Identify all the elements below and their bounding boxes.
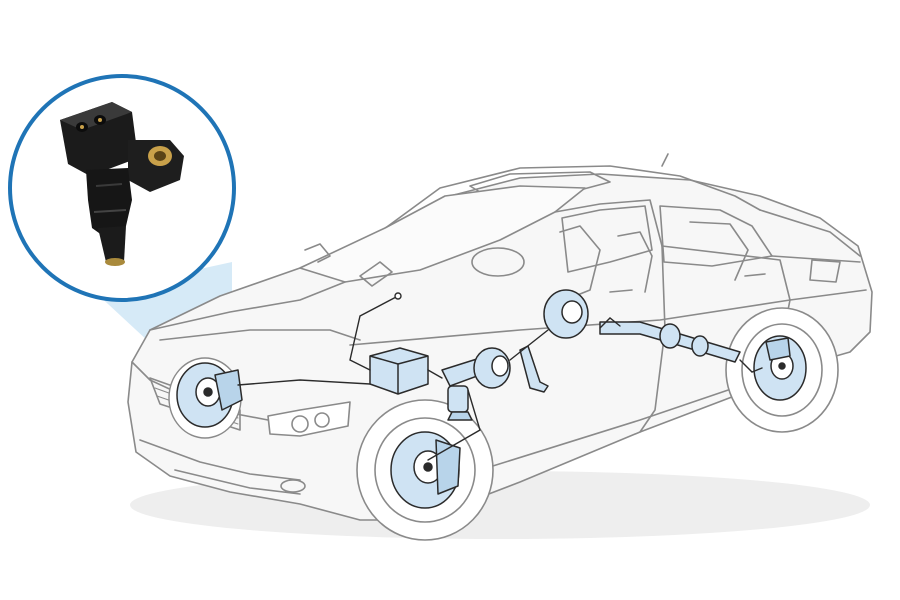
sensor-probe-icon bbox=[86, 168, 132, 266]
sensor-mounting-tab-icon bbox=[128, 140, 184, 192]
brake-lines bbox=[237, 292, 763, 461]
abs-control-module-icon bbox=[369, 347, 429, 395]
front-right-brake-rotor-icon bbox=[390, 431, 461, 509]
front-left-brake-rotor-icon bbox=[176, 362, 243, 428]
brake-booster-icon bbox=[473, 347, 511, 389]
drive-shaft-icon bbox=[599, 321, 741, 363]
wheel-speed-sensor-closeup-icon bbox=[8, 74, 236, 302]
rear-differential-icon bbox=[543, 289, 589, 339]
rear-brake-rotor-icon bbox=[753, 335, 807, 401]
sensor-connector-icon bbox=[60, 102, 138, 176]
sedan-cutaway-icon bbox=[127, 153, 873, 521]
